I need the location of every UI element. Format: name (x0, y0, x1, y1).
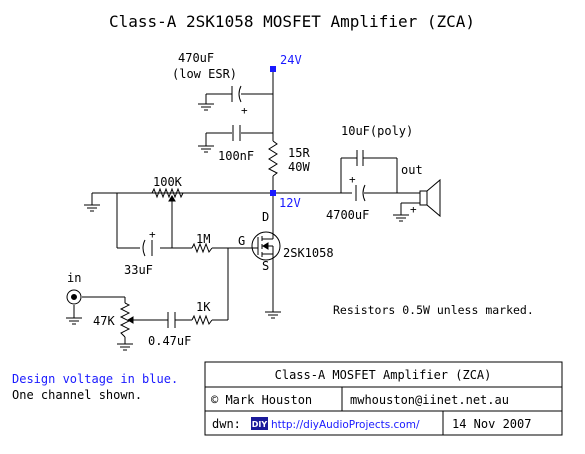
ground-icon (265, 311, 281, 319)
ground-icon (84, 204, 100, 212)
titleblock-email: mwhouston@iinet.net.au (350, 393, 509, 407)
input-jack-icon (66, 289, 82, 305)
r-100k-label: 100K (153, 175, 183, 189)
r-15r-value-label: 15R (288, 146, 310, 160)
design-voltage-note: Design voltage in blue. (12, 372, 178, 386)
out-label: out (401, 163, 423, 177)
resistor-1M-icon (191, 242, 213, 254)
ground-icon (117, 343, 133, 351)
r-1m-label: 1M (196, 232, 210, 246)
c-470u-value-label: 470uF (178, 51, 214, 65)
r-1k-label: 1K (196, 300, 211, 314)
resistor-15R-icon (267, 140, 278, 177)
titleblock-date: 14 Nov 2007 (452, 417, 531, 431)
ground-icon (393, 214, 409, 222)
c-4700u-label: 4700uF (326, 208, 369, 222)
speaker-icon (419, 178, 441, 218)
c-047u-label: 0.47uF (148, 334, 191, 348)
node-12v-dot (270, 190, 276, 196)
capacitor-4700uF-icon (355, 184, 366, 202)
c-470u-plus-label: + (241, 104, 248, 117)
in-label: in (67, 271, 81, 285)
potentiometer-100K-icon (151, 187, 184, 204)
capacitor-100nF-icon (232, 125, 241, 141)
diy-badge-text: DIY (252, 420, 268, 429)
ground-icon (198, 103, 214, 111)
ground-symbols (66, 103, 409, 351)
c-4700u-plus-label: + (349, 173, 356, 186)
pot-47k-label: 47K (93, 314, 115, 328)
ground-icon (198, 145, 214, 153)
mosfet-part-label: 2SK1058 (283, 246, 334, 260)
one-channel-note: One channel shown. (12, 388, 142, 402)
titleblock-title: Class-A MOSFET Amplifier (ZCA) (275, 368, 492, 382)
titleblock-url-link[interactable]: http://diyAudioProjects.com/ (271, 419, 420, 431)
c-470u-note-label: (low ESR) (172, 67, 237, 81)
diy-badge-icon (251, 417, 268, 430)
speaker-plus-label: + (410, 203, 417, 216)
capacitor-470uF-icon (231, 85, 242, 103)
potentiometer-47K-icon (119, 302, 136, 338)
c-100n-label: 100nF (218, 149, 254, 163)
title-block: Class-A MOSFET Amplifier (ZCA) © Mark Ho… (204, 361, 563, 436)
voltage-12v-label: 12V (279, 196, 301, 210)
capacitor-10uF-poly-icon (356, 150, 364, 166)
resistor-1K-icon (191, 314, 213, 326)
capacitor-33uF-icon (142, 239, 153, 257)
mosfet-2SK1058-icon (248, 228, 281, 264)
diagram-title: Class-A 2SK1058 MOSFET Amplifier (ZCA) (109, 12, 475, 31)
ground-icon (66, 317, 82, 325)
capacitor-047uF-icon (167, 312, 176, 328)
voltage-24v-label: 24V (280, 53, 302, 67)
mosfet-pin-d-label: D (262, 210, 269, 224)
mosfet-pin-g-label: G (238, 234, 245, 248)
titleblock-dwn-label: dwn: (212, 417, 241, 431)
node-24v-dot (270, 66, 276, 72)
mosfet-pin-s-label: S (262, 259, 269, 273)
c-33u-label: 33uF (124, 263, 153, 277)
r-15r-power-label: 40W (288, 160, 310, 174)
wires (73, 69, 420, 344)
titleblock-author: © Mark Houston (211, 393, 312, 407)
resistor-note: Resistors 0.5W unless marked. (333, 303, 534, 317)
c-10u-poly-label: 10uF(poly) (341, 124, 413, 138)
c-33u-plus-label: + (149, 228, 156, 241)
